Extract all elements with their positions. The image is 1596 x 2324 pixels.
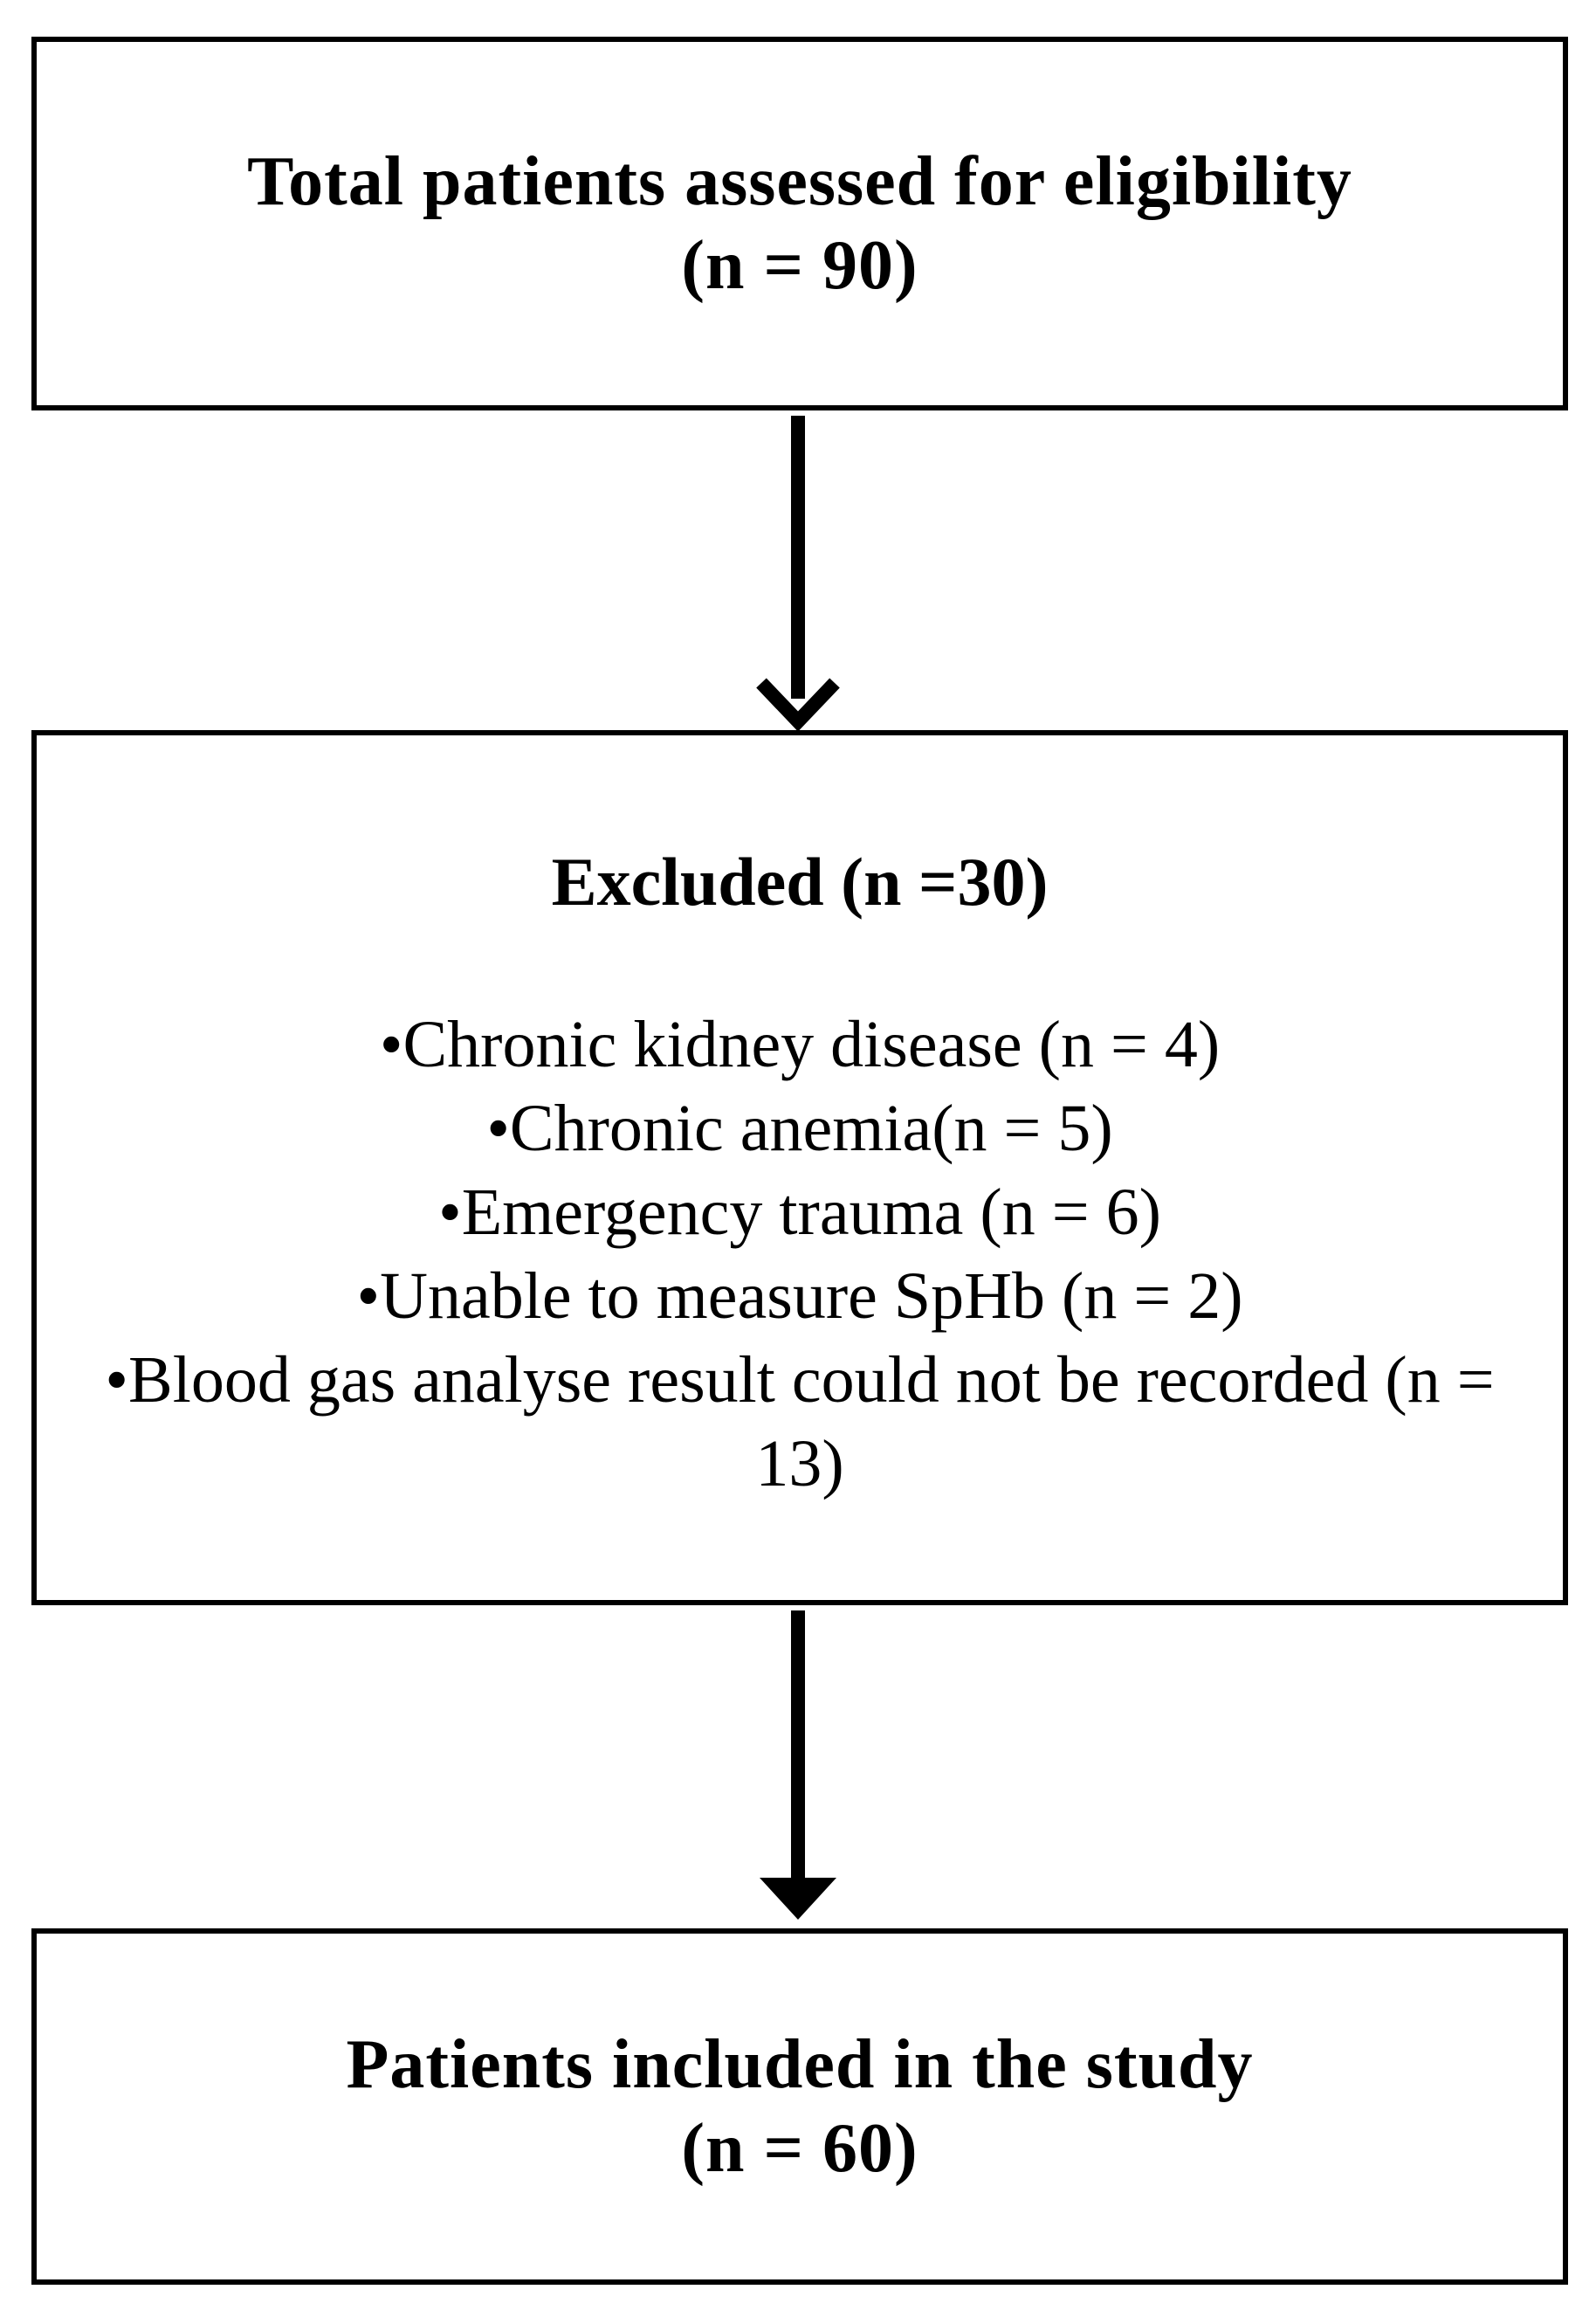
exclusion-item: Chronic anemia(n = 5): [37, 1086, 1563, 1170]
arrow-head: [760, 1878, 836, 1920]
excluded-box: Excluded (n =30) Chronic kidney disease …: [31, 730, 1568, 1605]
included-title: Patients included in the study: [346, 2026, 1254, 2103]
exclusion-item: Blood gas analyse result could not be re…: [37, 1338, 1563, 1506]
exclusion-item: Unable to measure SpHb (n = 2): [37, 1254, 1563, 1338]
arrow-top-to-middle: [756, 416, 840, 732]
eligibility-count: (n = 90): [681, 227, 918, 304]
excluded-title: Excluded (n =30): [551, 844, 1049, 920]
arrow-middle-to-bottom: [760, 1610, 836, 1920]
included-box: Patients included in the study (n = 60): [31, 1928, 1568, 2285]
eligibility-box: Total patients assessed for eligibility …: [31, 37, 1568, 410]
included-count: (n = 60): [681, 2110, 918, 2187]
arrow-head: [756, 678, 840, 732]
eligibility-title: Total patients assessed for eligibility: [247, 143, 1352, 220]
exclusion-item: Chronic kidney disease (n = 4): [37, 1003, 1563, 1086]
exclusion-list: Chronic kidney disease (n = 4) Chronic a…: [37, 1003, 1563, 1506]
exclusion-item: Emergency trauma (n = 6): [37, 1170, 1563, 1254]
